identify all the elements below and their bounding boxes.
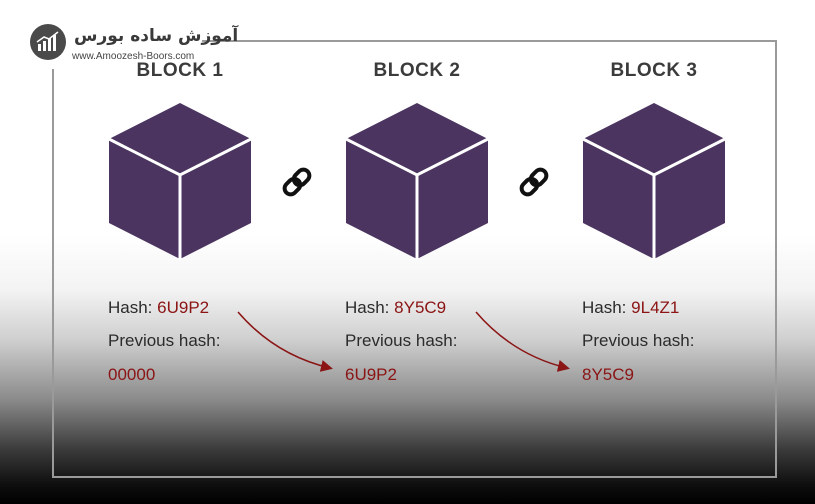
block-3-cube-icon (582, 103, 726, 259)
block-3-hash-row: Hash: 9L4Z1 (582, 298, 679, 318)
arrow-block2-to-block3 (475, 311, 570, 372)
hash-label: Hash: (345, 298, 390, 317)
globe-logo-icon (30, 24, 66, 60)
block-1-cube-icon (108, 103, 252, 259)
hash-label: Hash: (582, 298, 627, 317)
hash-label: Hash: (108, 298, 153, 317)
block-3-hash-value: 9L4Z1 (631, 298, 680, 317)
block-2-hash-value: 8Y5C9 (394, 298, 447, 317)
block-2-prev-hash-value: 6U9P2 (345, 365, 397, 384)
block-1-title: BLOCK 1 (136, 60, 224, 81)
block-2-hash-row: Hash: 8Y5C9 (345, 298, 446, 318)
logo-url: www.Amoozesh-Boors.com (72, 51, 195, 62)
chain-link-icon (282, 167, 312, 197)
block-2-title: BLOCK 2 (373, 60, 461, 81)
block-1-hash-row: Hash: 6U9P2 (108, 298, 209, 318)
block-3-title: BLOCK 3 (610, 60, 698, 81)
block-2-cube-icon (345, 103, 489, 259)
block-3-prev-hash-value: 8Y5C9 (582, 365, 634, 384)
chain-link-icon (519, 167, 549, 197)
block-1-hash-value: 6U9P2 (157, 298, 210, 317)
logo: آموزش ساده بورس www.Amoozesh-Boors.com (22, 17, 238, 69)
block-3-prev-label: Previous hash: (582, 331, 695, 350)
block-1-prev-hash-value: 00000 (108, 365, 156, 384)
diagram-frame (52, 40, 777, 478)
arrow-block1-to-block2 (237, 311, 333, 372)
logo-name: آموزش ساده بورس (74, 26, 239, 46)
block-2-prev-label: Previous hash: (345, 331, 458, 350)
block-1-prev-label: Previous hash: (108, 331, 221, 350)
